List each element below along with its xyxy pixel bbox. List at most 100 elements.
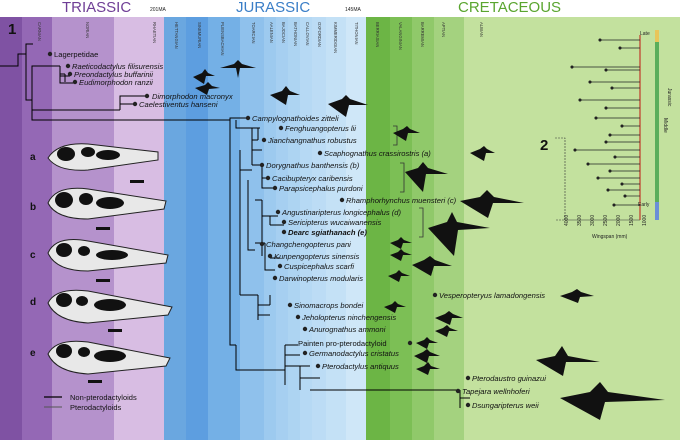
stage-berriasian: BERRIASIAN [375,22,380,47]
stage-bajocian: BAJOCIAN [281,22,286,43]
silhouette-icon [220,60,256,78]
silhouette-icon [193,69,215,84]
silhouette-icon [328,95,368,117]
skull-c [47,239,169,282]
stage-labels: CARNIAN NORIAN RHAETIAN HETTANGIAN SINEM… [37,22,484,56]
stage-aalenian: AALENIAN [269,22,274,43]
taxon-raeticodactylus: Raeticodactylus filisurensis [72,62,163,71]
svg-text:1000: 1000 [642,215,648,226]
silhouette-icon [560,289,594,303]
svg-text:2500: 2500 [603,215,609,226]
taxon-preondactylus: Preondactylus buffarinii [74,70,153,79]
stage-toarcian: TOARCIAN [251,22,256,44]
taxon-cuspicephalus: Cuspicephalus scarfi [284,262,354,271]
taxon-rhamphorhynchus: Rhamphorhynchus muensteri (c) [346,196,457,205]
silhouette-icon [195,82,220,95]
silhouette-icon [388,270,410,282]
taxon-scaphognathus: Scaphognathus crassirostris (a) [324,149,431,158]
taxon-vesperopteryus: Vesperopteryus lamadongensis [439,291,545,300]
taxon-kunpengopterus: Kunpengopterus sinensis [274,252,359,261]
taxon-tapejara: Tapejara wellnhoferi [462,387,530,396]
legend-pterodactyloids: Pterodactyloids [70,403,122,412]
band-pliensbachian [208,0,240,440]
taxon-dsungaripterus: Dsungaripterus weii [472,401,539,410]
boundary-145: 145MA [345,7,362,13]
taxon-jianchangnathus: Jianchangnathus robustus [267,136,357,145]
period-triassic: TRIASSIC [62,0,131,16]
stage-rhaetian: RHAETIAN [152,22,157,43]
stage-tithonian: TITHONIAN [354,22,359,45]
taxon-dorygnathus: Dorygnathus banthensis (b) [266,161,360,170]
stage-oxfordian: OXFORDIAN [317,22,322,47]
band-oxfordian [312,0,326,440]
svg-text:3500: 3500 [577,215,583,226]
silhouette-icon [416,337,438,349]
taxon-sinomacrops: Sinomacrops bondei [294,301,364,310]
skull-e [47,340,171,383]
taxon-cacibupteryx: Cacibupteryx caribensis [272,174,353,183]
period-cretaceous: CRETACEOUS [458,0,561,16]
silhouette-icon [428,212,490,256]
taxon-parapsicephalus: Parapsicephalus purdoni [279,184,363,193]
skull-a [47,143,159,183]
taxa-labels: Lagerpetidae Raeticodactylus filisurensi… [54,50,546,410]
band-carnian-dark [0,0,22,440]
taxon-caelestiventus: Caelestiventus hanseni [139,100,218,109]
band-tithonian [346,0,366,440]
tip-dots [47,51,471,408]
stage-valanginian: VALANGINIAN [398,22,403,50]
silhouette-icon [270,86,300,105]
taxon-dearc: Dearc sgiathanach (e) [288,228,367,237]
band-berriasian [366,0,390,440]
stage-hettangian: HETTANGIAN [174,22,179,49]
stage-sinemurian: SINEMURIAN [197,22,202,48]
inset-early: Early [638,202,650,208]
panel-2-label: 2 [540,137,548,154]
skull-label-c: c [30,250,36,261]
stage-bathonian: BATHONIAN [293,22,298,46]
stage-carnian: CARNIAN [37,22,42,41]
silhouette-icon [416,362,440,375]
skull-label-a: a [30,152,36,163]
header-strip [0,0,680,17]
panel-1-label: 1 [8,21,16,38]
taxon-angustinaripterus: Angustinaripterus longicephalus (d) [281,208,402,217]
taxon-fenghuangopterus: Fenghuangopterus lii [285,124,356,133]
band-bajocian [276,0,288,440]
silhouette-icon [560,382,665,420]
band-valanginian [390,0,412,440]
taxon-eudimorphodon: Eudimorphodon ranzii [79,78,153,87]
band-toarcian [240,0,264,440]
inset-wingspan-panel: Late Middle Jurassic Early Wingspan (mm)… [555,30,672,240]
silhouette-icon [435,325,458,337]
skull-label-e: e [30,348,36,359]
stage-aptian: APTIAN [441,22,446,37]
inset-late: Late [640,31,650,37]
stage-pliensbachian: PLIENSBACHIAN [220,22,225,56]
skull-label-d: d [30,297,36,308]
band-bathonian [288,0,300,440]
band-callovian [300,0,312,440]
band-hettangian [164,0,186,440]
silhouette-icon [405,162,448,192]
stage-callovian: CALLOVIAN [305,22,310,46]
svg-text:3000: 3000 [590,215,596,226]
silhouette-icon [412,256,452,276]
taxon-painten: Painten pro-pterodactyloid [298,339,387,348]
taxon-germanodactylus: Germanodactylus cristatus [309,349,399,358]
svg-text:2000: 2000 [616,215,622,226]
legend: Non-pterodactyloids Pterodactyloids [44,393,137,412]
boundary-201: 201MA [150,7,167,13]
inset-middle: Middle [662,118,668,133]
stage-kimmeridgian: KIMMERIDGIAN [333,22,338,53]
taxon-changchengopterus: Changchengopterus pani [266,240,351,249]
svg-text:4000: 4000 [564,215,570,226]
pterosaur-silhouettes [193,60,665,420]
silhouette-icon [393,126,420,141]
skull-b [47,187,167,230]
skull-d [47,289,173,332]
stage-barremian: BARREMIAN [420,22,425,47]
